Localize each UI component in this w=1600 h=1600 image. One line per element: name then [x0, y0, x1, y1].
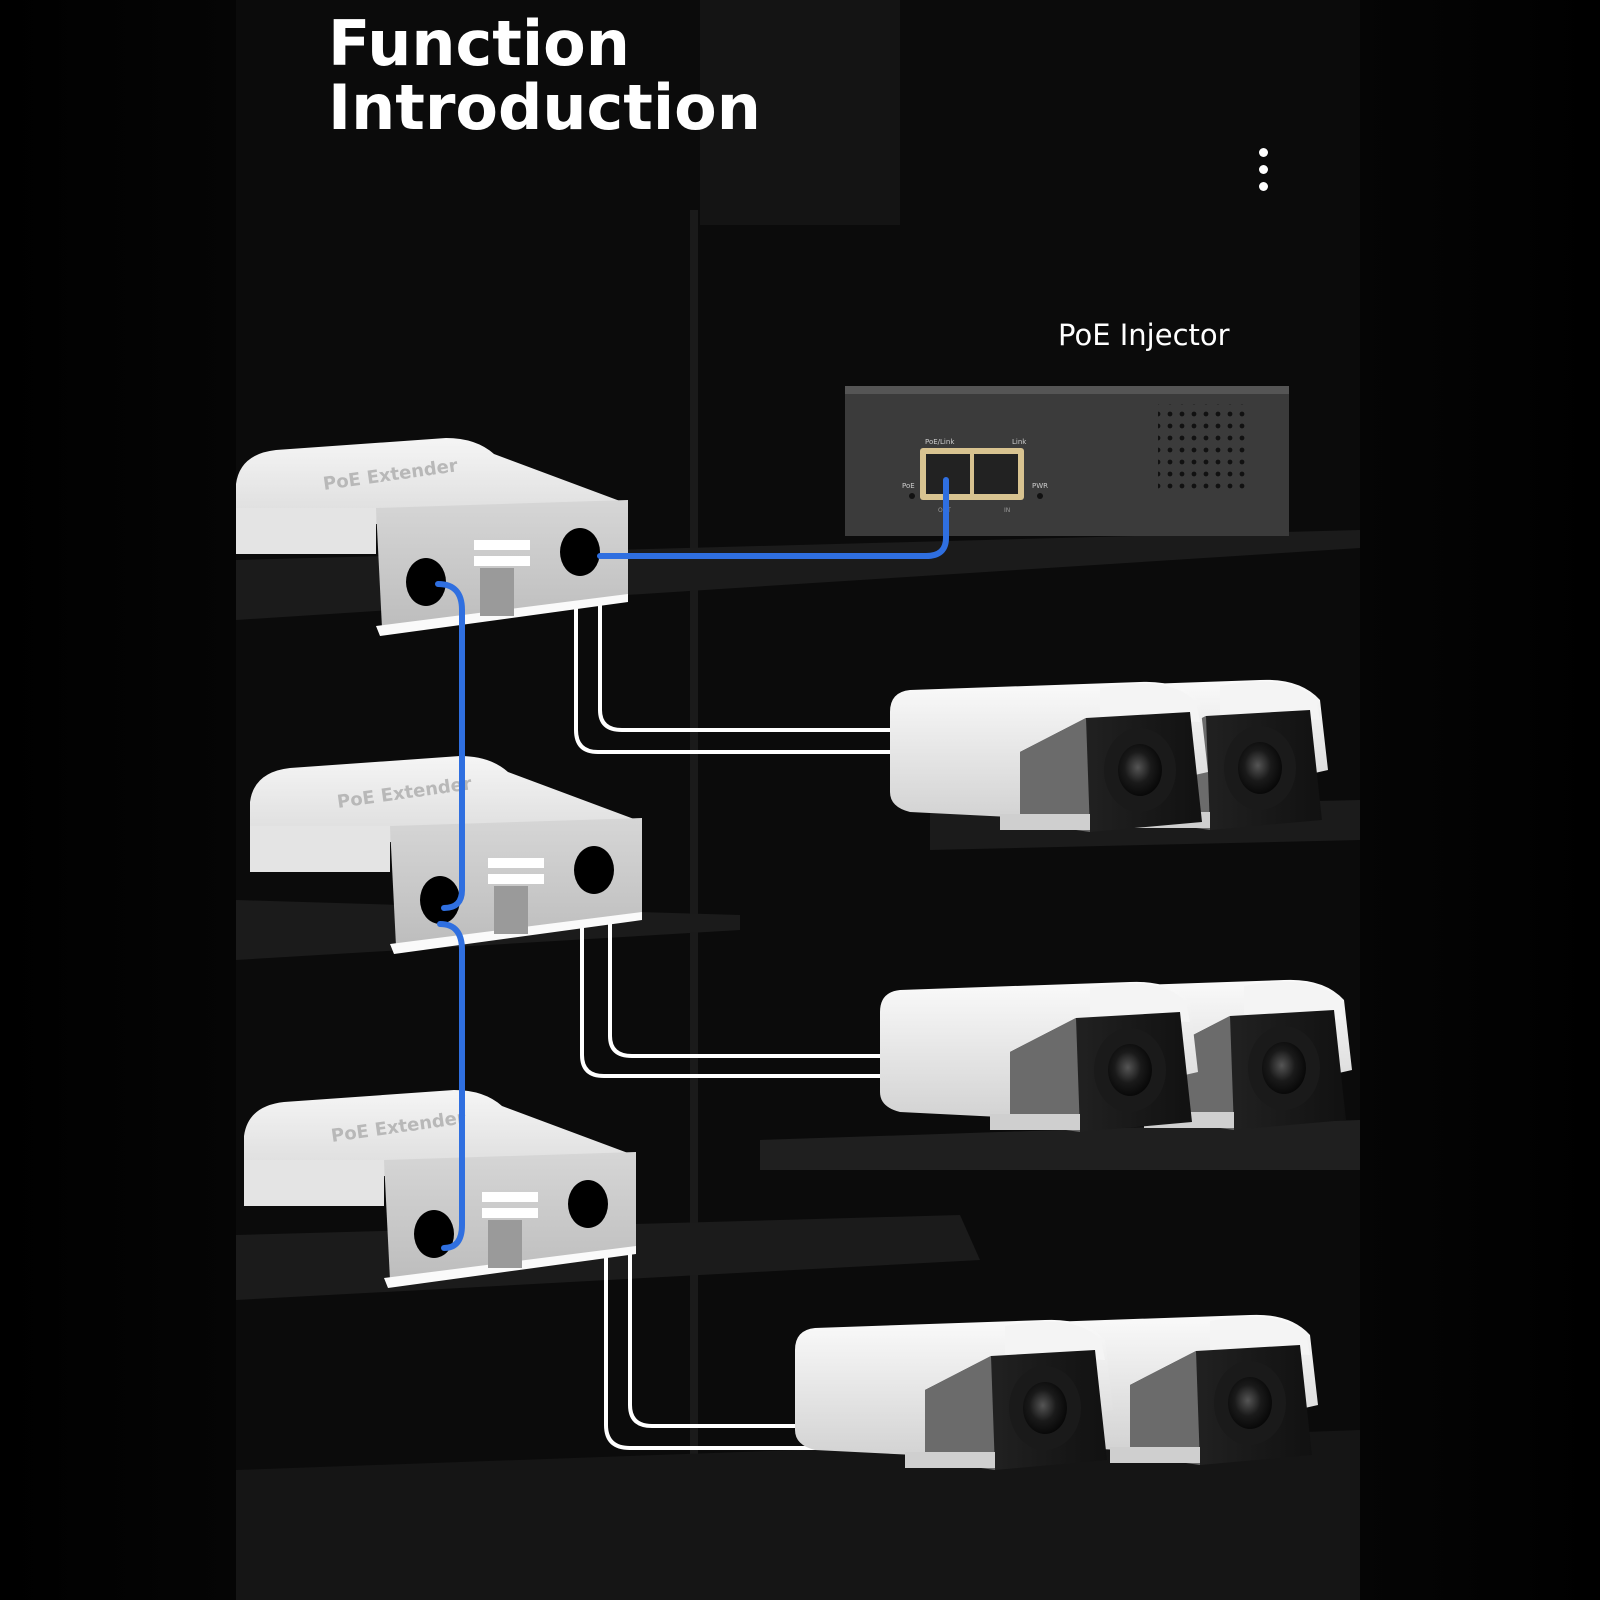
extender-top — [236, 438, 628, 524]
extender-top — [250, 756, 642, 842]
cable — [580, 888, 900, 1078]
bullet-camera-icon — [890, 681, 1208, 832]
backdrop-pillar — [690, 210, 698, 1600]
led-label-left: PoE — [902, 482, 915, 490]
poe-injector-label: PoE Injector — [1058, 318, 1230, 352]
port-hole — [414, 1210, 454, 1258]
rj45-slot — [480, 568, 514, 616]
cable-extender1-to-extender2 — [435, 581, 465, 911]
cable — [608, 888, 900, 1058]
cable — [598, 562, 900, 732]
network-cables — [435, 477, 949, 1251]
poe-extender: PoE Extender — [236, 438, 628, 636]
more-vertical-icon[interactable] — [1256, 148, 1270, 200]
vent-grille — [1158, 404, 1246, 490]
title-line-2: Introduction — [328, 71, 761, 144]
floor-platform — [236, 1430, 1360, 1600]
title-line-1: Function — [328, 7, 630, 80]
rj45-slot — [494, 886, 528, 934]
led-label-right: PWR — [1032, 482, 1048, 490]
cable — [628, 1228, 820, 1428]
port-label-left: PoE/Link — [925, 438, 955, 446]
camera-cables — [574, 562, 900, 1450]
poe-injector: PoE/Link Link PoE PWR OUT IN — [845, 386, 1289, 536]
port-hole — [406, 558, 446, 606]
cable — [604, 1228, 820, 1450]
rj45-slot — [488, 1220, 522, 1268]
cable-extender2-to-extender3 — [437, 921, 465, 1251]
port-label-right: Link — [1012, 438, 1027, 446]
poe-extender: PoE Extender — [250, 756, 642, 954]
port-hole — [574, 846, 614, 894]
port-hole — [420, 876, 460, 924]
cable — [574, 562, 900, 754]
backdrop-block — [700, 0, 900, 225]
shelf — [760, 1120, 1360, 1170]
port-hole — [568, 1180, 608, 1228]
in-label: IN — [1004, 507, 1010, 514]
bullet-camera-icon — [795, 1319, 1113, 1470]
cable-injector-to-extender1 — [597, 477, 949, 559]
bullet-camera-icon — [880, 981, 1198, 1132]
page-title: Function Introduction — [328, 12, 761, 140]
rj45-port — [974, 454, 1018, 494]
extender-top — [244, 1090, 636, 1176]
port-hole — [560, 528, 600, 576]
